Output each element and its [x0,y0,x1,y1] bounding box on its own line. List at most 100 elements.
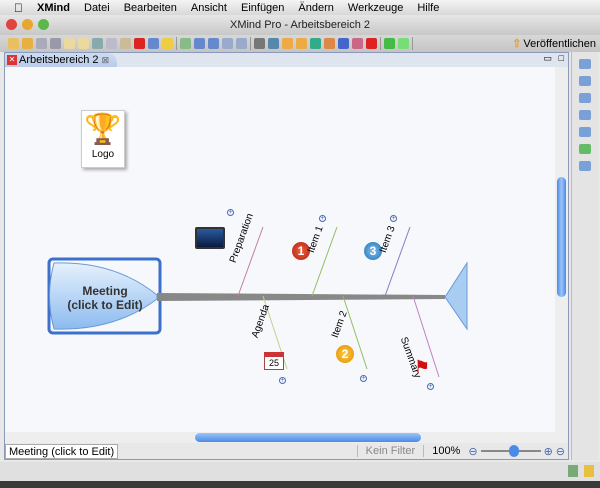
minimize-button[interactable] [22,19,33,30]
zoom-slider[interactable] [480,445,541,457]
zoom-button[interactable] [38,19,49,30]
tab-label: Arbeitsbereich 2 [19,54,99,66]
topic-icon[interactable] [148,38,159,49]
priority-1-icon: 1 [292,242,310,260]
publish-button[interactable]: ⇧Veröffentlichen [512,37,596,51]
zoom-reset-icon[interactable]: ⊖ [555,445,565,458]
window-title: XMind Pro - Arbeitsbereich 2 [229,19,370,31]
menu-datei[interactable]: Datei [75,1,110,14]
central-topic-label[interactable]: Meeting (click to Edit) [67,284,143,312]
logo-topic[interactable]: 🏆 Logo [81,110,125,168]
branch-line-preparation [237,226,264,297]
fish-tail [444,261,468,331]
horizontal-scrollbar[interactable] [5,432,568,443]
publish-arrow-icon: ⇧ [512,38,522,50]
horizontal-scroll-thumb[interactable] [195,433,421,442]
delete-icon[interactable] [134,38,145,49]
red-flag-icon: ⚑ [414,357,431,377]
menu-ansicht[interactable]: Ansicht [181,1,227,14]
tab-close-icon[interactable]: ⊠ [101,55,110,65]
maximize-view-icon[interactable]: □ [558,53,564,63]
branch-line-item-2 [342,295,368,370]
save-icon[interactable] [36,38,47,49]
fish-spine [157,293,445,301]
toolbar: ⇧Veröffentlichen [0,35,600,52]
redo-icon[interactable] [78,38,89,49]
priority-2-icon: 2 [336,345,354,363]
drill-up-icon[interactable] [398,38,409,49]
attachment-icon[interactable] [254,38,265,49]
priority-3-icon: 3 [364,242,382,260]
paste-icon[interactable] [120,38,131,49]
summary-icon[interactable] [338,38,349,49]
idea-icon[interactable] [162,38,173,49]
branch-line-item-1 [311,226,338,297]
status-bar: Meeting (click to Edit) Kein Filter 100%… [5,443,568,459]
apple-icon[interactable]:  [14,1,23,15]
computer-icon [195,227,225,249]
undo-icon[interactable] [64,38,75,49]
vertical-scrollbar[interactable] [555,67,568,432]
menu-aendern[interactable]: Ändern [289,1,333,14]
menu-hilfe[interactable]: Hilfe [408,1,439,14]
expand-item-1-icon[interactable]: + [319,215,326,222]
fishbone-diagram [47,226,468,378]
subtopic-icon[interactable] [194,38,205,49]
expand-item-2-icon[interactable]: + [360,375,367,382]
vertical-scroll-thumb[interactable] [557,177,566,297]
filter-status[interactable]: Kein Filter [356,445,424,457]
close-button[interactable] [6,19,17,30]
note-icon[interactable] [296,38,307,49]
menu-werkzeuge[interactable]: Werkzeuge [338,1,403,14]
tab-arbeitsbereich-2[interactable]: ✕ Arbeitsbereich 2 ⊠ [5,53,117,67]
zoom-in-icon[interactable]: ⊕ [543,445,553,458]
spreadsheet-icon[interactable] [568,465,578,477]
new-icon[interactable] [8,38,19,49]
relationship-icon[interactable] [222,38,233,49]
expand-item-3-icon[interactable]: + [390,215,397,222]
floating-topic-icon[interactable] [208,38,219,49]
zoom-out-icon[interactable]: ⊖ [468,445,478,458]
selection-status: Meeting (click to Edit) [5,443,119,459]
zoom-level: 100% [423,445,468,457]
minimize-view-icon[interactable]: ▭ [543,53,552,63]
expand-agenda-icon[interactable]: + [279,377,286,384]
sort-icon[interactable] [352,38,363,49]
map-canvas[interactable]: Meeting (click to Edit) 🏆 Logo Preparati… [5,67,555,432]
map-editor: ✕ Arbeitsbereich 2 ⊠ ▭ □ Meeting (click … [4,52,569,460]
expand-preparation-icon[interactable]: + [227,209,234,216]
copy-icon[interactable] [106,38,117,49]
open-icon[interactable] [22,38,33,49]
menu-bar:  XMind Datei Bearbeiten Ansicht Einfüge… [0,0,600,15]
label-icon[interactable] [282,38,293,49]
insert-icon[interactable] [180,38,191,49]
outline-icon[interactable] [579,59,591,69]
stop-icon[interactable] [366,38,377,49]
markers-icon[interactable] [579,93,591,103]
menu-einfuegen[interactable]: Einfügen [231,1,284,14]
styles-icon[interactable] [579,127,591,137]
hyperlink-icon[interactable] [310,38,321,49]
fish-head[interactable] [49,262,158,330]
branch-line-item-3 [384,226,411,297]
notes-icon[interactable] [584,465,594,477]
title-bar: XMind Pro - Arbeitsbereich 2 [0,15,600,35]
calendar-icon: 25 [264,352,284,370]
menu-bearbeiten[interactable]: Bearbeiten [114,1,177,14]
tasks-icon[interactable] [579,144,591,154]
properties-icon[interactable] [579,110,591,120]
xmind-file-icon: ✕ [7,55,17,65]
marker-icon[interactable] [324,38,335,49]
print-icon[interactable] [50,38,61,49]
boundary-icon[interactable] [236,38,247,49]
overview-icon[interactable] [579,76,591,86]
trophy-icon: 🏆 [84,113,122,146]
drill-down-icon[interactable] [384,38,395,49]
expand-summary-icon[interactable]: + [427,383,434,390]
right-side-panel [571,52,598,460]
cut-icon[interactable] [92,38,103,49]
image-panel-icon[interactable] [579,161,591,171]
image-icon[interactable] [268,38,279,49]
publish-label: Veröffentlichen [523,37,596,50]
menu-app[interactable]: XMind [28,1,70,14]
